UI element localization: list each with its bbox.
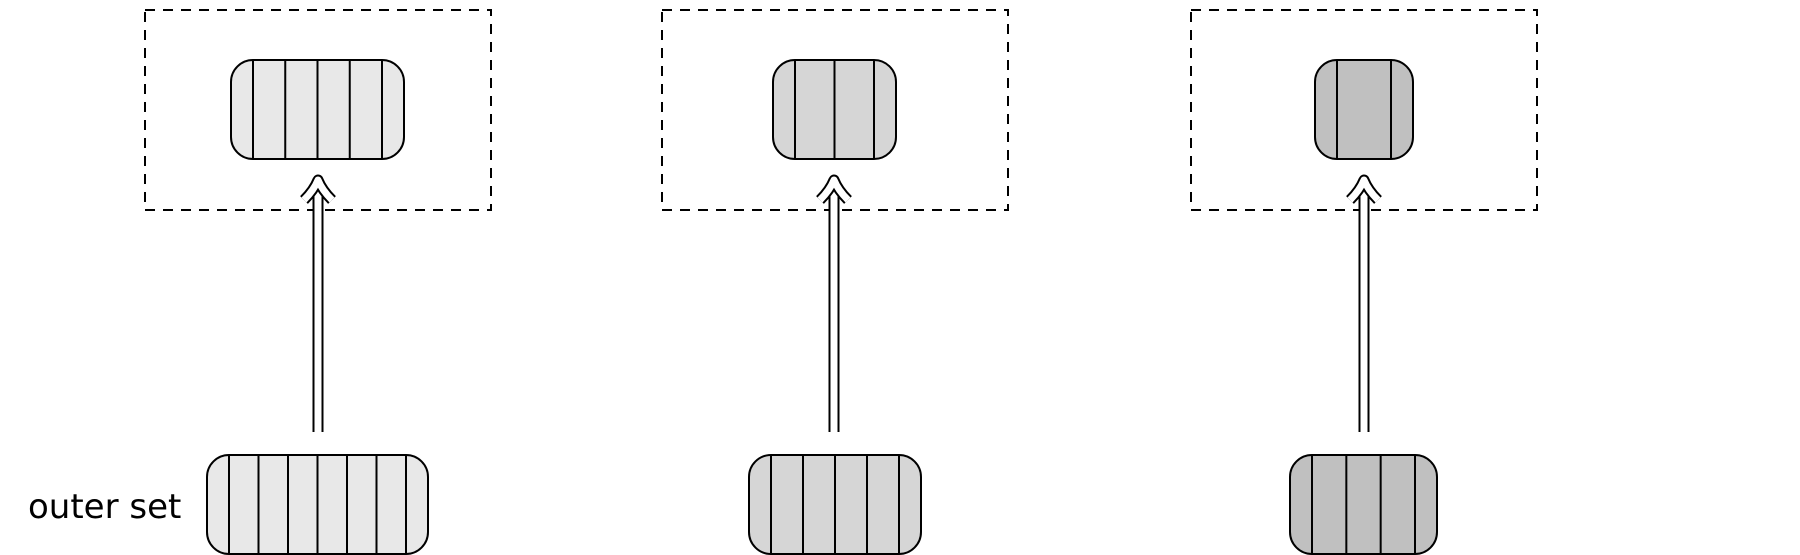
column-1 xyxy=(144,9,492,555)
column-3-container-box xyxy=(1190,9,1538,211)
column-3-arrow xyxy=(1346,174,1382,433)
column-3 xyxy=(1190,9,1538,555)
column-3-outer-set xyxy=(1289,454,1438,555)
outer-set-label: outer set xyxy=(28,487,181,527)
column-2-container-box xyxy=(661,9,1009,211)
column-1-arrow-head-fill xyxy=(301,176,335,203)
column-2 xyxy=(661,9,1009,555)
column-3-outer-set-outline xyxy=(1289,454,1438,555)
column-3-inner-set xyxy=(1314,59,1414,160)
column-1-inner-set xyxy=(230,59,405,160)
column-1-arrow xyxy=(300,174,336,433)
column-2-inner-set xyxy=(772,59,897,160)
column-2-arrow xyxy=(816,174,852,433)
column-1-outer-set xyxy=(206,454,429,555)
column-3-arrow-head-fill xyxy=(1347,176,1381,203)
column-2-arrow-head-fill xyxy=(817,176,851,203)
columns-layer xyxy=(144,9,1538,555)
column-2-outer-set xyxy=(748,454,922,555)
column-1-container-box xyxy=(144,9,492,211)
column-3-inner-set-outline xyxy=(1314,59,1414,160)
